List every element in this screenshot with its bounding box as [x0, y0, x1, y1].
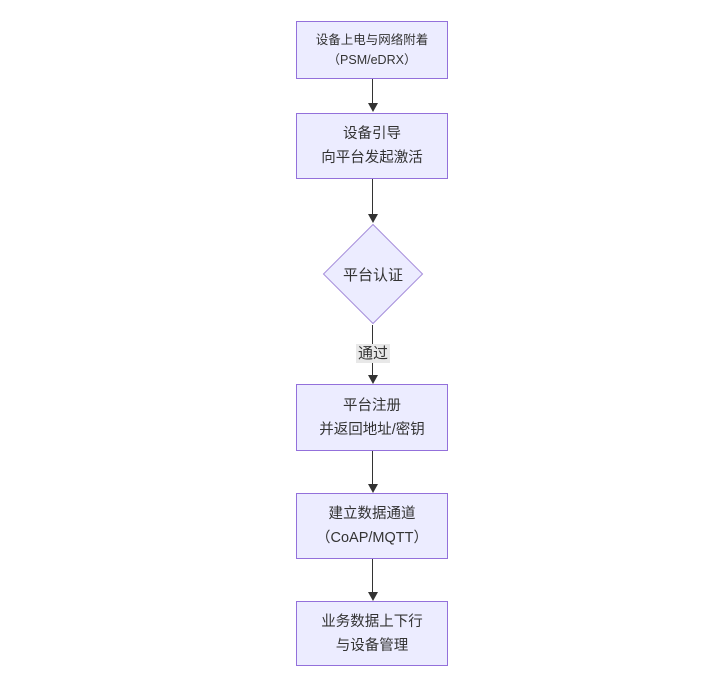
arrowhead-icon	[368, 484, 378, 493]
arrowhead-icon	[368, 375, 378, 384]
edge-label-pass: 通过	[355, 344, 391, 363]
node-device-power-network-attach: 设备上电与网络附着 （PSM/eDRX）	[296, 21, 448, 79]
decision-platform-authentication: 平台认证	[322, 223, 424, 325]
node-establish-data-channel: 建立数据通道 （CoAP/MQTT）	[296, 493, 448, 559]
arrowhead-icon	[368, 592, 378, 601]
node-label-line: （CoAP/MQTT）	[316, 530, 428, 546]
node-label-line: 与设备管理	[335, 637, 409, 654]
node-label-line: 设备上电与网络附着	[315, 33, 429, 47]
arrowhead-icon	[368, 103, 378, 112]
edge-b-c	[372, 179, 373, 215]
node-label-line: 业务数据上下行	[321, 613, 423, 630]
node-label-line: 平台认证	[342, 266, 403, 284]
node-label-line: （PSM/eDRX）	[327, 53, 417, 67]
edge-e-f	[372, 559, 373, 593]
node-platform-register: 平台注册 并返回地址/密钥	[296, 384, 448, 451]
node-label-line: 设备引导	[343, 126, 401, 142]
node-business-data-device-management: 业务数据上下行 与设备管理	[296, 601, 448, 666]
arrowhead-icon	[368, 214, 378, 223]
node-label-line: 建立数据通道	[328, 506, 416, 522]
node-device-bootstrap-activate: 设备引导 向平台发起激活	[296, 113, 448, 179]
edge-d-e	[372, 451, 373, 485]
node-label-line: 并返回地址/密钥	[319, 421, 425, 438]
edge-a-b	[372, 79, 373, 104]
node-label-line: 平台注册	[343, 397, 401, 414]
node-label-line: 向平台发起激活	[321, 150, 423, 166]
